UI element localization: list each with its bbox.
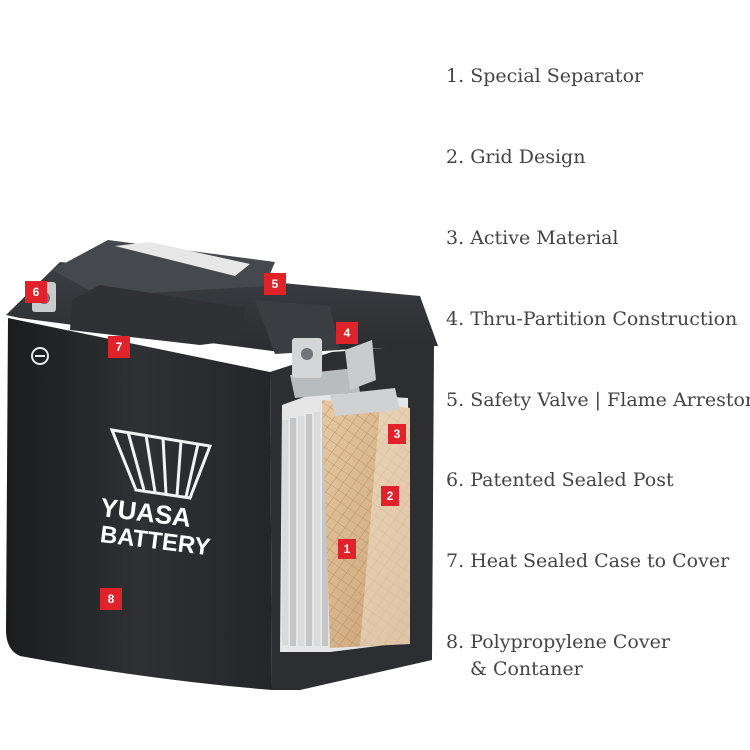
legend-item-7-text: Heat Sealed Case to Cover [470, 550, 730, 572]
legend-item-5-num: 5. [446, 389, 465, 411]
legend-item-3-text: Active Material [470, 227, 619, 249]
callout-3-label: 3 [394, 427, 401, 441]
battery-cutaway [280, 338, 410, 652]
callout-6-label: 6 [33, 285, 40, 299]
legend-item-5-text: Safety Valve | Flame Arrestor [470, 389, 750, 411]
callout-7-label: 7 [116, 340, 123, 354]
legend-item-4-text: Thru-Partition Construction [470, 308, 738, 330]
legend-item-1: 1. Special Separator [446, 63, 746, 90]
legend-item-6: 6. Patented Sealed Post [446, 467, 746, 494]
battery-lid [6, 240, 438, 354]
battery-case-front [6, 318, 272, 690]
legend-item-2-num: 2. [446, 146, 465, 168]
legend-item-8-text2: & Contaner [470, 658, 583, 680]
callout-1: 1 [338, 539, 356, 559]
legend-item-1-text: Special Separator [470, 65, 644, 87]
legend-item-4-num: 4. [446, 308, 465, 330]
legend-item-3: 3. Active Material [446, 225, 746, 252]
callout-5: 5 [264, 273, 286, 295]
legend-item-1-num: 1. [446, 65, 465, 87]
legend-item-7: 7. Heat Sealed Case to Cover [446, 548, 746, 575]
legend-item-8-text: Polypropylene Cover [470, 631, 670, 653]
battery-plates [282, 400, 410, 648]
legend-item-8-num: 8. [446, 631, 465, 653]
callout-6: 6 [25, 281, 47, 303]
legend-item-7-num: 7. [446, 550, 465, 572]
legend-item-6-text: Patented Sealed Post [470, 469, 674, 491]
callout-4: 4 [336, 322, 358, 344]
legend-item-3-num: 3. [446, 227, 465, 249]
callout-8-label: 8 [108, 592, 115, 606]
callout-2-label: 2 [387, 489, 394, 503]
callout-2: 2 [381, 486, 399, 506]
callout-4-label: 4 [344, 326, 351, 340]
callout-7: 7 [108, 336, 130, 358]
terminal-post-right [290, 338, 400, 416]
callout-3: 3 [388, 424, 406, 444]
negative-symbol-icon [31, 347, 49, 365]
callout-1-label: 1 [344, 542, 351, 556]
legend-item-2: 2. Grid Design [446, 144, 746, 171]
legend-item-2-text: Grid Design [470, 146, 586, 168]
legend-item-8: 8. Polypropylene Cover & Contaner [446, 629, 746, 683]
legend-item-5: 5. Safety Valve | Flame Arrestor [446, 387, 750, 414]
callout-8: 8 [100, 588, 122, 610]
legend-item-6-num: 6. [446, 469, 465, 491]
legend-item-4: 4. Thru-Partition Construction [446, 306, 746, 333]
callout-5-label: 5 [272, 277, 279, 291]
